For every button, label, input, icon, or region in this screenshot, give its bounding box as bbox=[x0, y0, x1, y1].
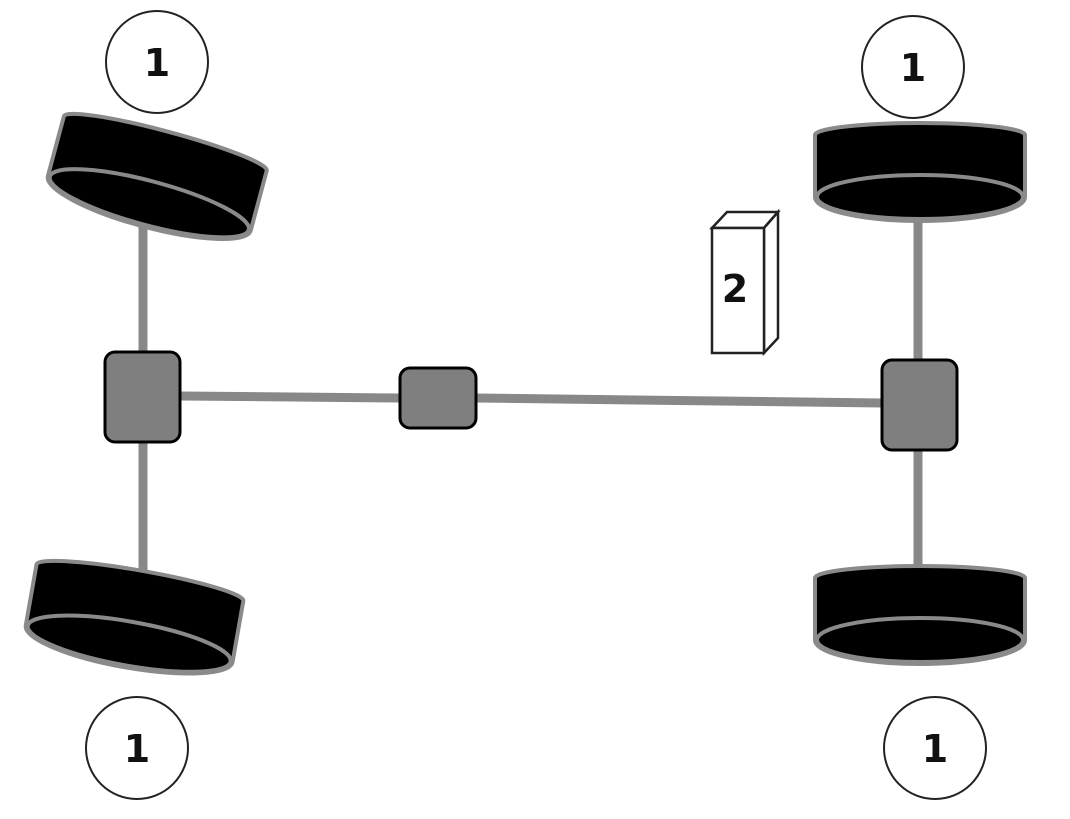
rear-differential bbox=[880, 358, 959, 452]
callout-circle-bl bbox=[85, 696, 189, 800]
drive-shaft-front bbox=[179, 391, 401, 403]
drive-shaft-rear bbox=[475, 393, 883, 408]
box-label: 2 bbox=[722, 267, 748, 311]
front-differential bbox=[103, 350, 182, 444]
wheel-top-right bbox=[813, 121, 1027, 223]
callout-circle-br bbox=[883, 696, 987, 800]
control-unit-box bbox=[709, 208, 781, 357]
callout-circle-tr bbox=[861, 15, 965, 119]
callout-label-tr: 1 bbox=[900, 46, 926, 90]
center-coupling bbox=[398, 366, 478, 430]
callout-label-tl: 1 bbox=[144, 41, 170, 85]
wheel-bottom-left bbox=[19, 550, 248, 688]
wheel-bottom-right bbox=[813, 564, 1027, 666]
shafts bbox=[138, 220, 923, 580]
callout-label-br: 1 bbox=[922, 727, 948, 771]
wheel-top-left bbox=[39, 102, 272, 256]
callout-circle-tl bbox=[105, 10, 209, 114]
callout-label-bl: 1 bbox=[124, 727, 150, 771]
